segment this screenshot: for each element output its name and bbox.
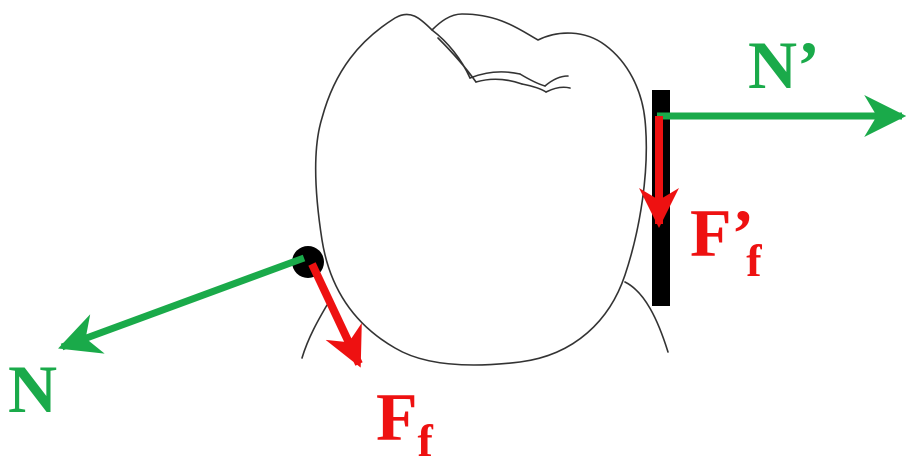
friction-force-subscript: f xyxy=(418,415,434,461)
friction-force-arrow xyxy=(308,262,363,368)
friction-force-label: Ff xyxy=(376,379,434,461)
friction-force-prime-subscript: f xyxy=(746,235,762,286)
friction-force-prime-letter: F’ xyxy=(690,195,754,271)
friction-force-prime-label: F’f xyxy=(690,195,762,286)
normal-force-prime-label: N’ xyxy=(748,27,820,103)
normal-force-arrow xyxy=(58,254,306,354)
tooth-outline-icon xyxy=(301,13,669,366)
normal-force-label: N xyxy=(8,351,57,427)
friction-force-letter: F xyxy=(376,379,418,455)
